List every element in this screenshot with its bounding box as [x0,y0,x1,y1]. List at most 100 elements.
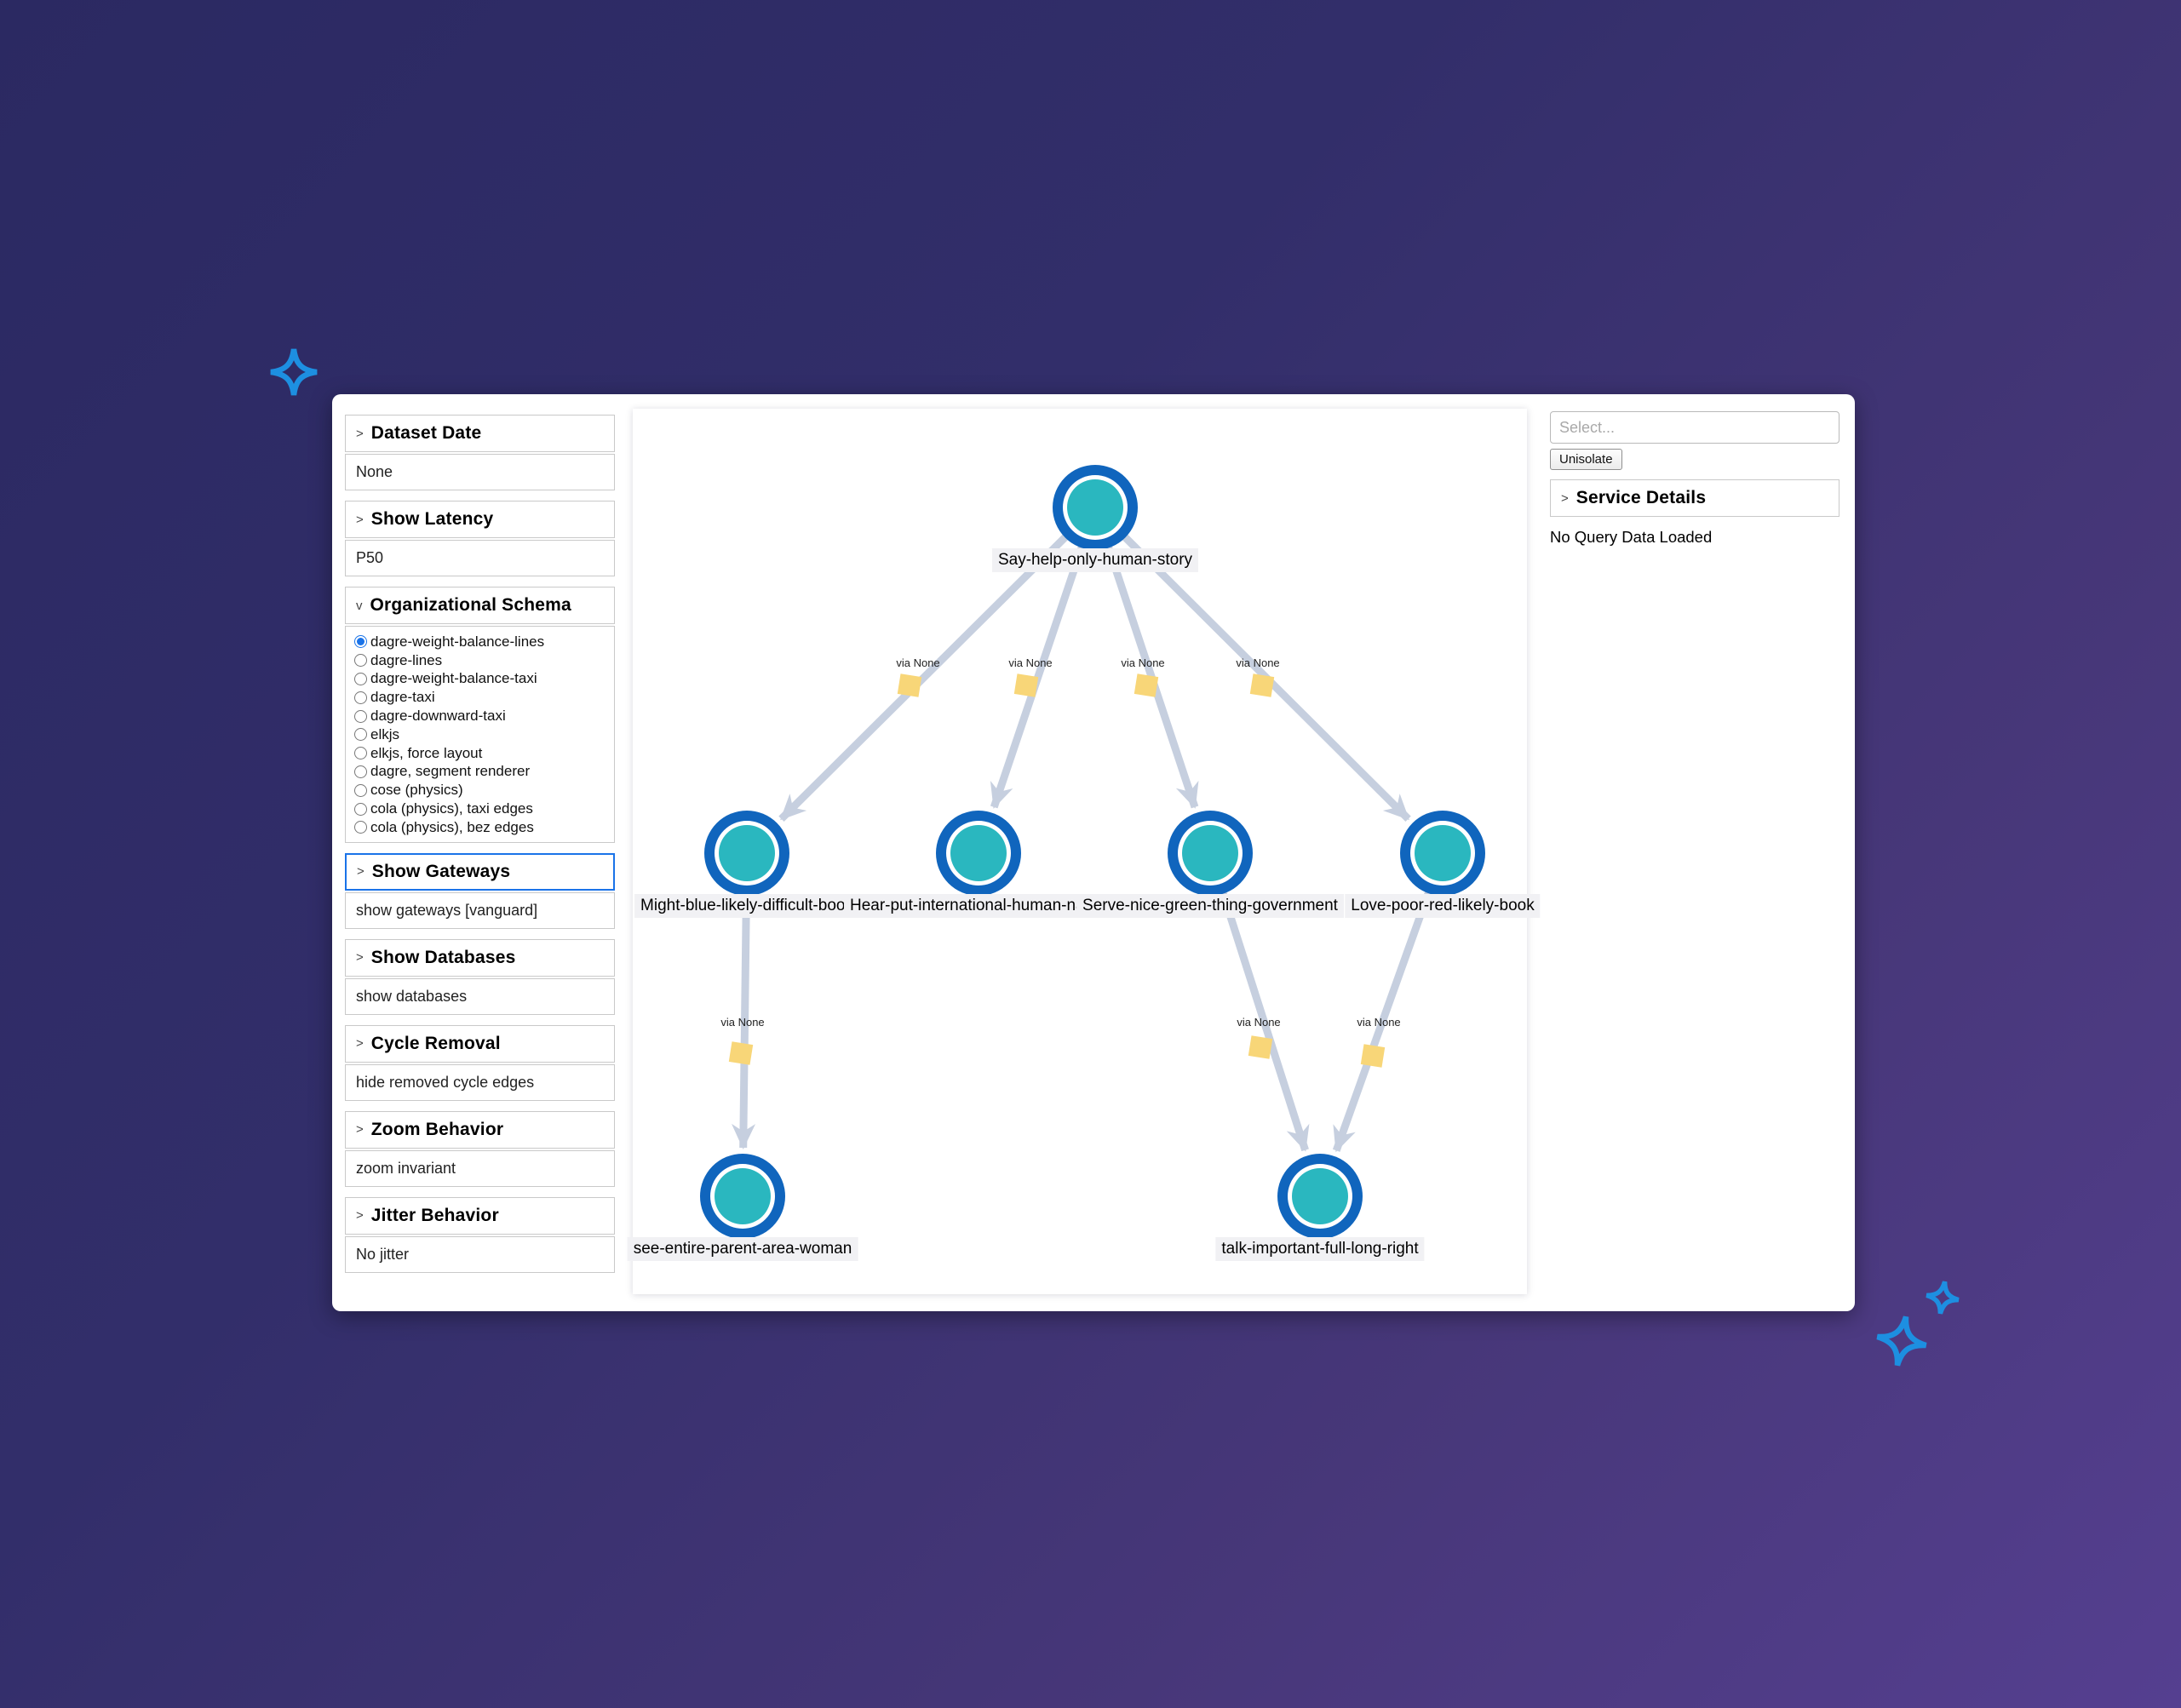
panel-header-dataset-date[interactable]: > Dataset Date [345,415,615,452]
radio-option-label: elkjs [370,725,400,742]
chevron-right-icon: > [356,950,364,966]
panel-header-show-gateways[interactable]: > Show Gateways [345,852,615,891]
chevron-right-icon: > [356,426,364,441]
sparkle-icon [1876,1315,1927,1367]
edge-label: via None [720,1016,765,1029]
via-marker[interactable] [897,673,922,697]
radio-button[interactable] [354,747,367,760]
node-label: Serve-nice-green-thing-government [1076,894,1344,918]
radio-option[interactable]: elkjs [354,725,607,744]
edge-label: via None [1008,656,1053,669]
panel-title: Dataset Date [370,423,482,443]
radio-button[interactable] [354,765,367,778]
radio-option[interactable]: dagre-downward-taxi [354,707,607,725]
node-label: see-entire-parent-area-woman [627,1237,858,1261]
radio-option[interactable]: elkjs, force layout [354,744,607,763]
panel-header-show-databases[interactable]: > Show Databases [345,938,615,977]
panel-show-gateways: > Show Gateways show gateways [vanguard] [345,852,615,929]
via-marker[interactable] [1360,1044,1386,1068]
radio-option-label: dagre-weight-balance-lines [370,633,545,650]
graph-svg-layer [700,465,1485,1239]
node-label: Say-help-only-human-story [991,548,1199,572]
panel-header-service-details[interactable]: > Service Details [1550,479,1840,517]
panel-header-organizational-schema[interactable]: v Organizational Schema [345,587,615,624]
radio-button[interactable] [354,802,367,816]
radio-button[interactable] [354,709,367,723]
via-marker[interactable] [1013,673,1039,697]
radio-option[interactable]: cola (physics), taxi edges [354,800,607,818]
node-label: Love-poor-red-likely-book [1345,894,1541,918]
graph-node-say[interactable] [1053,465,1138,550]
radio-option[interactable]: cola (physics), bez edges [354,818,607,837]
chevron-right-icon: > [356,1122,364,1138]
panel-title: Show Databases [370,947,516,967]
radio-button[interactable] [354,635,367,649]
radio-option[interactable]: dagre-lines [354,651,607,670]
radio-button[interactable] [354,691,367,704]
via-marker[interactable] [1249,673,1275,697]
sparkle-icon [270,348,318,396]
graph-node-love[interactable] [1400,811,1485,896]
via-marker[interactable] [728,1041,754,1065]
panel-title: Show Latency [370,509,494,529]
jitter-behavior-value[interactable]: No jitter [345,1235,615,1273]
panel-show-latency: > Show Latency P50 [345,501,615,576]
graph-node-talk[interactable] [1277,1154,1363,1239]
chevron-down-icon: v [356,598,363,613]
via-marker[interactable] [1134,673,1159,697]
settings-sidebar: > Dataset Date None > Show Latency P50 v… [345,415,615,1283]
panel-header-jitter-behavior[interactable]: > Jitter Behavior [345,1196,615,1235]
radio-button[interactable] [354,821,367,834]
show-databases-value[interactable]: show databases [345,977,615,1015]
graph-node-serve[interactable] [1168,811,1253,896]
radio-button[interactable] [354,672,367,685]
graph-node-might[interactable] [704,811,789,896]
panel-title: Jitter Behavior [370,1205,499,1225]
radio-button[interactable] [354,654,367,668]
panel-title: Service Details [1575,488,1707,507]
radio-option-label: cola (physics), bez edges [370,818,534,835]
panel-zoom-behavior: > Zoom Behavior zoom invariant [345,1110,615,1187]
radio-option-label: dagre-downward-taxi [370,708,506,725]
chevron-right-icon: > [356,1208,364,1224]
graph-node-see[interactable] [700,1154,785,1239]
schema-options-list: dagre-weight-balance-lines dagre-lines d… [345,626,615,843]
via-marker[interactable] [1248,1035,1273,1059]
radio-option-label: elkjs, force layout [370,744,483,761]
zoom-behavior-value[interactable]: zoom invariant [345,1149,615,1187]
edge-label: via None [1357,1016,1401,1029]
radio-option[interactable]: dagre-weight-balance-lines [354,633,607,651]
panel-title: Show Gateways [371,861,511,881]
node-label: Hear-put-international-human-name [843,894,1114,918]
app-window: > Dataset Date None > Show Latency P50 v… [332,394,1855,1311]
radio-option[interactable]: dagre-weight-balance-taxi [354,670,607,689]
graph-canvas[interactable]: via None via None via None via None via None… [627,409,1541,1294]
panel-header-cycle-removal[interactable]: > Cycle Removal [345,1024,615,1063]
chevron-right-icon: > [356,1036,364,1052]
query-status-text: No Query Data Loaded [1550,528,1713,546]
cycle-removal-value[interactable]: hide removed cycle edges [345,1063,615,1101]
edge-label: via None [896,656,940,669]
radio-option[interactable]: dagre, segment renderer [354,763,607,782]
show-latency-value[interactable]: P50 [345,540,615,576]
chevron-right-icon: > [357,864,364,880]
radio-button[interactable] [354,728,367,742]
dataset-date-value[interactable]: None [345,454,615,490]
radio-option[interactable]: cose (physics) [354,781,607,800]
panel-header-show-latency[interactable]: > Show Latency [345,501,615,538]
radio-option-label: dagre, segment renderer [370,763,531,780]
panel-jitter-behavior: > Jitter Behavior No jitter [345,1196,615,1273]
panel-title: Organizational Schema [370,595,571,615]
panel-show-databases: > Show Databases show databases [345,938,615,1015]
edge-label: via None [1237,1016,1281,1029]
node-label: Might-blue-likely-difficult-book [634,894,859,918]
radio-option[interactable]: dagre-taxi [354,688,607,707]
graph-node-hear[interactable] [936,811,1021,896]
edge-label: via None [1236,656,1280,669]
service-select-input[interactable] [1550,411,1840,444]
show-gateways-value[interactable]: show gateways [vanguard] [345,891,615,929]
unisolate-button[interactable]: Unisolate [1550,449,1622,470]
panel-header-zoom-behavior[interactable]: > Zoom Behavior [345,1110,615,1149]
radio-button[interactable] [354,783,367,797]
